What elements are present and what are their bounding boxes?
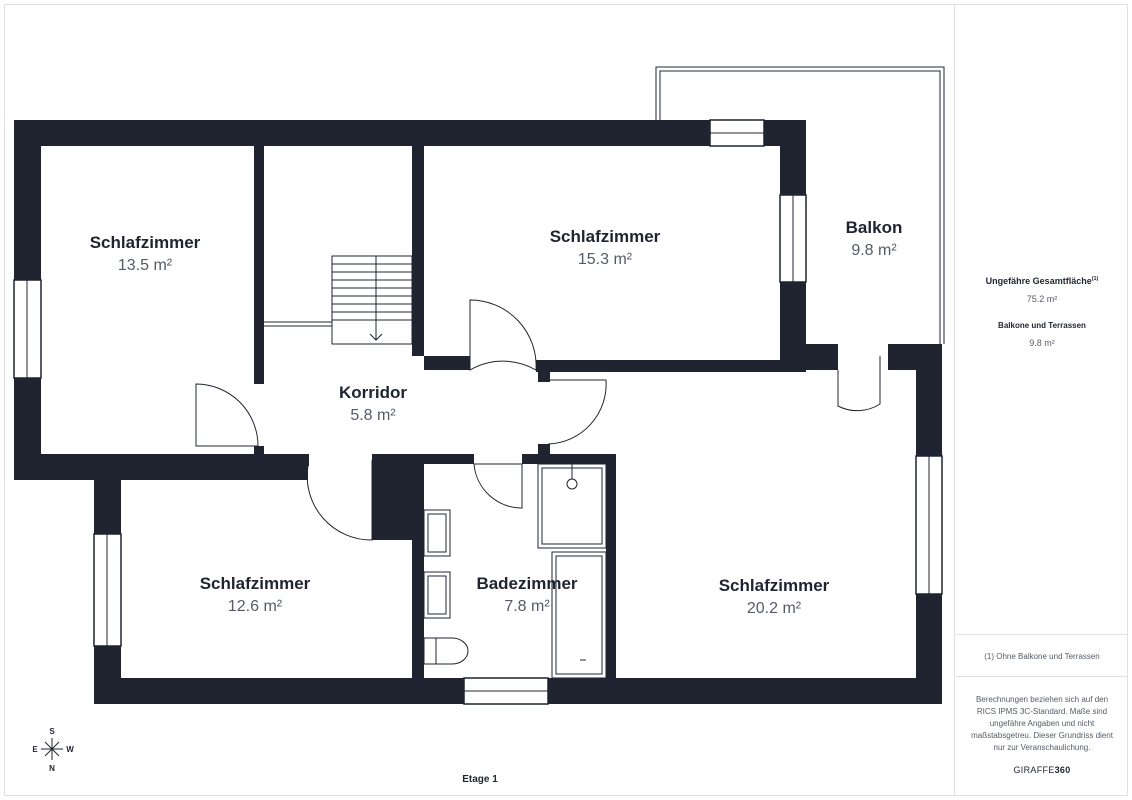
- room-name-bad: Badezimmer: [476, 574, 577, 593]
- total-area-block: Ungefähre Gesamtfläche(1) 75.2 m²: [955, 276, 1129, 304]
- room-area-bad: 7.8 m²: [504, 598, 550, 615]
- disclaimer-text: Berechnungen beziehen sich auf den RICS …: [971, 695, 1113, 752]
- balcony-area-block: Balkone und Terrassen 9.8 m²: [955, 321, 1129, 348]
- stairs: [264, 255, 413, 345]
- total-area-footnote-ref: (1): [1091, 276, 1099, 282]
- balcony-area-value: 9.8 m²: [1029, 338, 1055, 348]
- balcony-outline: [655, 66, 945, 344]
- floor-plan: Schlafzimmer 13.5 m² Schlafzimmer 15.3 m…: [13, 66, 945, 773]
- compass-s: S: [49, 727, 55, 736]
- room-area-sz1: 13.5 m²: [118, 257, 173, 274]
- window-panes: [26, 132, 930, 692]
- divider: [955, 634, 1128, 635]
- total-area-value: 75.2 m²: [1026, 294, 1058, 304]
- room-name-sz2: Schlafzimmer: [550, 227, 661, 246]
- room-area-sz2: 15.3 m²: [578, 251, 633, 268]
- brand-name-light: GIRAFFE: [1013, 765, 1055, 775]
- windows: [13, 119, 943, 705]
- compass-n: N: [49, 764, 55, 773]
- walls: [14, 120, 942, 704]
- summary-panel: Ungefähre Gesamtfläche(1) 75.2 m² Balkon…: [954, 4, 1128, 796]
- footnote-text: (1) Ohne Balkone und Terrassen: [984, 652, 1100, 661]
- room-area-sz4: 20.2 m²: [747, 600, 802, 617]
- room-name-sz1: Schlafzimmer: [90, 233, 201, 252]
- bathroom-fixtures: [423, 463, 607, 679]
- room-area-balkon: 9.8 m²: [851, 242, 897, 259]
- room-name-sz4: Schlafzimmer: [719, 576, 830, 595]
- brand-logo: GIRAFFE360: [955, 760, 1129, 778]
- floor-label: Etage 1: [462, 774, 498, 785]
- disclaimer-block: Berechnungen beziehen sich auf den RICS …: [955, 694, 1129, 754]
- balcony-area-title: Balkone und Terrassen: [998, 321, 1086, 330]
- compass-w: W: [66, 745, 74, 754]
- total-area-title: Ungefähre Gesamtfläche(1): [955, 276, 1129, 286]
- brand-name: GIRAFFE360: [1013, 765, 1070, 775]
- room-area-korridor: 5.8 m²: [350, 407, 396, 424]
- page-frame: [4, 4, 1128, 796]
- room-area-sz3: 12.6 m²: [228, 598, 283, 615]
- compass-e: E: [32, 745, 38, 754]
- compass-icon: [41, 738, 63, 760]
- room-name-balkon: Balkon: [846, 218, 903, 237]
- room-name-korridor: Korridor: [339, 383, 407, 402]
- door-swings: [195, 299, 881, 541]
- brand-name-bold: 360: [1054, 765, 1071, 775]
- compass: S E W N: [32, 727, 74, 773]
- divider: [955, 676, 1128, 677]
- footnote-block: (1) Ohne Balkone und Terrassen: [955, 651, 1129, 663]
- total-area-title-text: Ungefähre Gesamtfläche: [985, 276, 1092, 286]
- room-name-sz3: Schlafzimmer: [200, 574, 311, 593]
